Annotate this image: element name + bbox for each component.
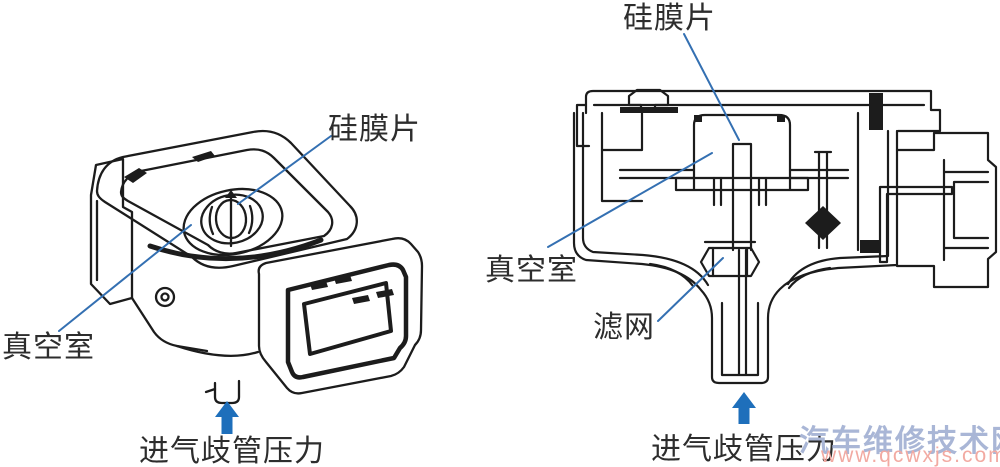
- right-board-post-1: [712, 176, 723, 207]
- left-diaphragm-arc-left: [208, 205, 215, 236]
- left-diaphragm-center: [214, 198, 248, 240]
- left-connector-outline: [257, 237, 424, 395]
- left-connector-socket: [302, 281, 393, 356]
- right-chamber-wall-left: [600, 111, 644, 203]
- right-filter-nut: [699, 246, 761, 278]
- left-up-arrow-icon: [215, 401, 239, 434]
- left-pressure-port-tick: [204, 387, 217, 394]
- left-diaphragm-top-tab: [225, 190, 237, 198]
- left-connector-pin-slots: [310, 275, 394, 304]
- left-side-boss: [154, 286, 176, 308]
- left-side-boss-center: [160, 292, 170, 302]
- left-pressure-port: [213, 379, 241, 405]
- right-body-inner-wall-right: [786, 129, 890, 286]
- left-manifold-pressure-label: 进气歧管压力: [139, 435, 325, 467]
- left-top-cover-outline: [95, 129, 358, 269]
- left-vacuum-chamber-label: 真空室: [2, 331, 95, 364]
- right-chamber-block: [600, 111, 644, 152]
- left-diaphragm-arc-right: [247, 204, 254, 235]
- right-vacuum-chamber-label: 真空室: [485, 254, 578, 287]
- left-sensor-drawing: [89, 129, 424, 405]
- right-body-outline: [572, 111, 899, 385]
- right-cover-outline: [584, 89, 942, 133]
- left-mounting-flange: [89, 157, 134, 306]
- left-diaphragm-label: 硅膜片: [328, 113, 421, 146]
- right-vacuum-chamber-leader-line: [547, 152, 713, 248]
- left-diaphragm-seat: [182, 187, 284, 257]
- right-connector-inner-lines: [942, 158, 990, 262]
- right-funnel-inner-left: [648, 262, 695, 288]
- leader-lines: [58, 33, 740, 332]
- right-dome-flange: [674, 176, 810, 192]
- right-lower-dark-nub: [860, 240, 880, 253]
- right-terminal-pin: [878, 185, 954, 264]
- right-lead-joint: [805, 206, 841, 240]
- right-funnel-inner-right: [787, 266, 832, 290]
- right-body-inner-wall-left: [581, 111, 710, 287]
- left-diaphragm-leader-line: [237, 135, 332, 205]
- right-cover-clip-base: [620, 107, 678, 113]
- right-filter-nut-facets: [711, 246, 749, 278]
- left-connector-rim: [285, 262, 409, 380]
- right-cover-dark-patch: [869, 93, 883, 130]
- right-dome-corner-marks: [694, 115, 785, 122]
- right-connector-outline: [895, 131, 998, 289]
- right-diaphragm-label: 硅膜片: [623, 2, 716, 35]
- right-filter-screen-label: 滤网: [593, 311, 655, 344]
- left-body-bottom-edge: [175, 344, 260, 357]
- right-stem-rod: [737, 248, 748, 376]
- right-diaphragm-dome: [692, 113, 792, 180]
- right-stem: [731, 142, 753, 252]
- right-board-post-2: [757, 176, 768, 207]
- right-diaphragm-leader-line: [683, 33, 740, 141]
- right-manifold-pressure-label: 进气歧管压力: [651, 433, 837, 466]
- watermark-site-url: www.qcwxjs.com: [821, 444, 1000, 467]
- left-vacuum-chamber-leader-line: [58, 224, 192, 332]
- right-sensor-cross-section-drawing: [572, 88, 998, 385]
- right-up-arrow-icon: [732, 392, 756, 424]
- left-shadow-accents: [124, 151, 215, 183]
- watermark-site-name: 汽车维修技术网: [799, 425, 1000, 458]
- right-tube-inner-walls: [720, 301, 760, 377]
- right-filter-leader-line: [657, 257, 724, 322]
- left-cavity-rim-shadow: [147, 237, 324, 262]
